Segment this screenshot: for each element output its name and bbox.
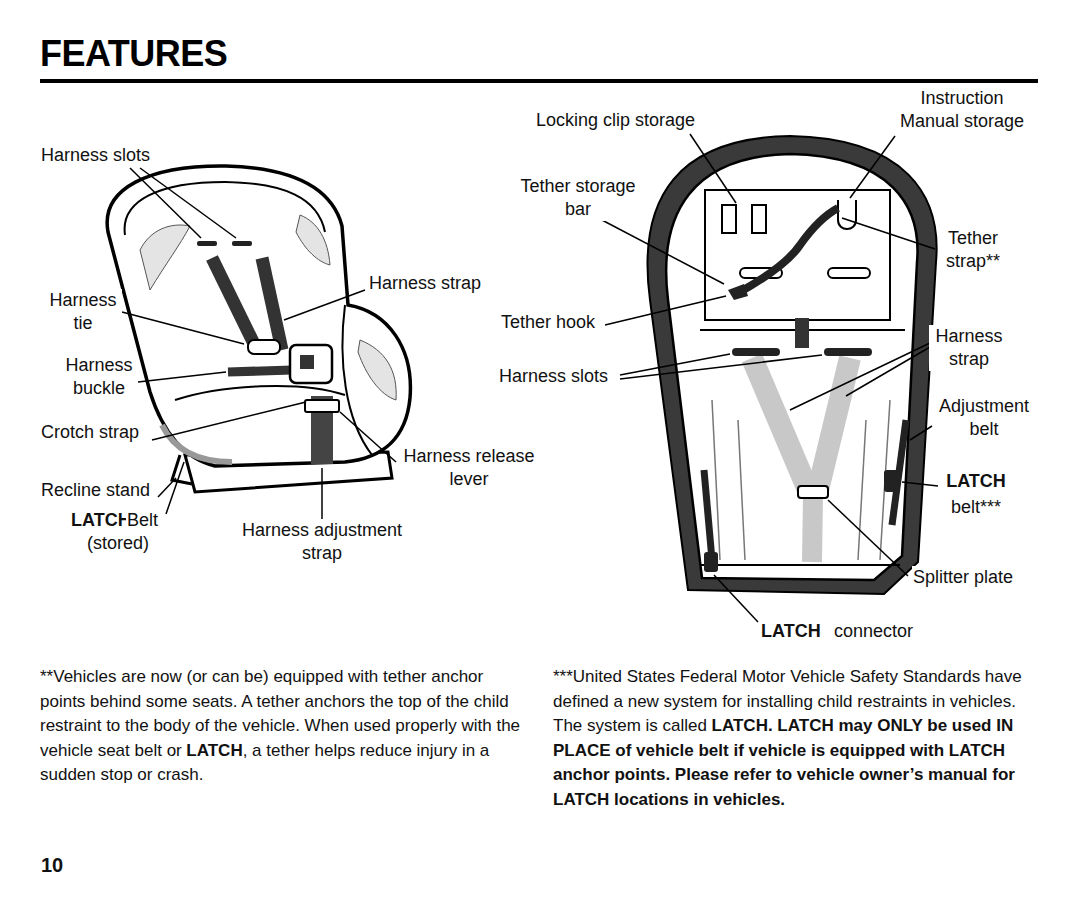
leader-line	[600, 219, 724, 284]
fabric-pattern	[358, 340, 396, 400]
harness-tie	[248, 340, 280, 354]
harness-slot	[197, 241, 217, 246]
leader-line	[828, 500, 908, 576]
locking-clip-storage	[752, 205, 766, 233]
footnote: ***United States Federal Motor Vehicle S…	[553, 665, 1035, 812]
tether-hook	[728, 284, 748, 300]
latch-belt	[704, 470, 712, 560]
part-label: (stored)	[86, 532, 150, 555]
leader-line	[340, 412, 396, 462]
harness-release-lever	[305, 400, 339, 412]
part-label: Harness strap	[368, 272, 482, 295]
leader-line	[690, 134, 736, 203]
leader-line	[714, 575, 758, 622]
part-label: Harness tie	[44, 289, 122, 335]
part-label: LATCH	[70, 509, 132, 532]
harness-strap	[818, 358, 850, 490]
leader-line	[842, 218, 935, 249]
part-label: Tether strap**	[939, 227, 1007, 273]
latch-connector	[704, 552, 718, 572]
frame-rib	[738, 420, 745, 560]
fabric-pattern	[140, 225, 190, 290]
back-seat	[647, 136, 936, 594]
part-label: Adjustment belt	[934, 395, 1034, 441]
leader-line	[605, 296, 726, 325]
part-label: Belt	[126, 509, 159, 532]
page-number: 10	[40, 854, 64, 877]
part-label: LATCH	[945, 470, 1007, 493]
leader-line	[166, 462, 184, 514]
footnote: **Vehicles are now (or can be) equipped …	[40, 665, 530, 788]
leader-line	[620, 355, 822, 379]
leader-line	[284, 290, 365, 320]
seat-rim	[647, 136, 936, 594]
frame-rib	[700, 564, 900, 566]
frame	[705, 190, 890, 320]
part-label: connector	[833, 620, 914, 643]
leader-line	[152, 402, 306, 440]
leader-line	[850, 136, 895, 198]
manual-storage	[838, 200, 856, 229]
part-label: Harness release lever	[398, 445, 540, 491]
frame-rib	[858, 420, 866, 560]
part-label: Harness strap	[929, 325, 1009, 371]
harness-strap	[262, 258, 282, 350]
leader-line	[790, 343, 930, 410]
part-label: Splitter plate	[912, 566, 1014, 589]
part-label: Harness buckle	[60, 354, 138, 400]
part-label: Harness slots	[40, 144, 151, 167]
fabric-pattern	[296, 215, 330, 265]
harness-slot	[824, 348, 872, 356]
leader-line	[122, 312, 244, 344]
latch-belt-buckle	[884, 470, 900, 492]
part-label: LATCH	[760, 620, 822, 643]
footnote-text: LATCH	[186, 741, 242, 760]
leader-lines	[122, 134, 938, 622]
page-title: FEATURES	[40, 36, 227, 72]
part-label: Tether storage bar	[513, 175, 643, 221]
lap-strap	[228, 370, 292, 372]
part-label: Instruction Manual storage	[895, 87, 1029, 133]
leader-line	[140, 168, 236, 238]
leader-line	[846, 347, 930, 396]
part-label: Recline stand	[40, 479, 151, 502]
part-label: Harness adjustment strap	[236, 519, 408, 565]
part-label: belt***	[950, 496, 1002, 519]
harness-slot	[232, 241, 252, 246]
center-strap	[795, 318, 809, 348]
locking-clip-storage	[722, 205, 736, 233]
title-rule	[40, 79, 1038, 83]
part-label: Crotch strap	[40, 421, 140, 444]
tether-strap	[740, 208, 838, 292]
harness-strap	[812, 495, 813, 562]
front-seat	[107, 166, 410, 492]
part-label: Tether hook	[500, 311, 596, 334]
splitter-plate	[798, 486, 828, 498]
headrest-pad	[125, 182, 325, 235]
leader-line	[910, 426, 932, 440]
side-wing-edge	[342, 305, 372, 455]
latch-belt-stored	[162, 425, 232, 462]
buckle-tongue	[300, 355, 314, 369]
leader-line	[321, 468, 323, 519]
leader-line	[130, 168, 201, 238]
leader-line	[902, 482, 938, 486]
part-label: Locking clip storage	[535, 109, 696, 132]
harness-strap	[752, 358, 808, 490]
part-label: Harness slots	[498, 365, 609, 388]
harness-buckle	[290, 345, 332, 383]
slot	[828, 268, 870, 278]
leader-line	[138, 372, 226, 382]
seat-shell	[107, 166, 410, 466]
harness-slot	[732, 348, 780, 356]
